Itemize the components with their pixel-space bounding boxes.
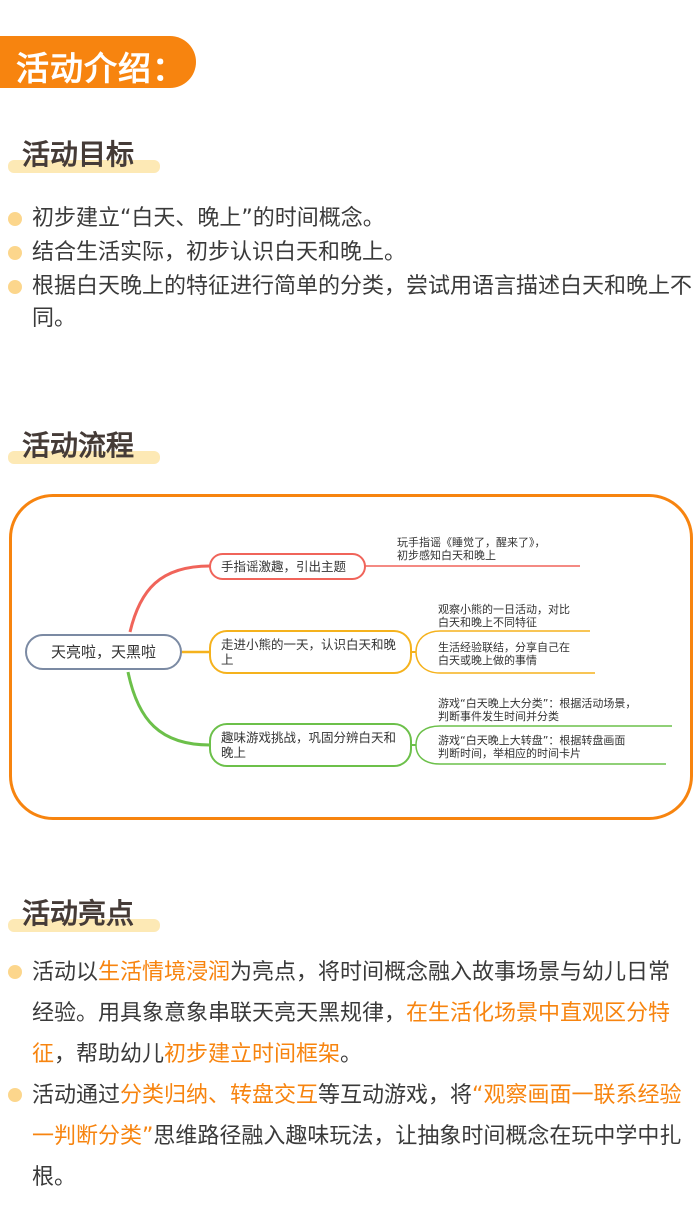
goal-item: 结合生活实际，初步认识白天和晚上。 — [8, 237, 692, 269]
highlight-plain: 思维路径融入趣味玩法，让抽象时间概念在玩中学中扎根。 — [32, 1124, 682, 1190]
mindmap-leaf: 玩手指谣《睡觉了，醒来了》， 初步感知白天和晚上 — [397, 536, 546, 562]
highlight-item: 活动以生活情境浸润为亮点，将时间概念融入故事场景与幼儿日常经验。用具象意象串联天… — [8, 952, 692, 1075]
goal-item: 根据白天晚上的特征进行简单的分类，尝试用语言描述白天和晚上不同。 — [8, 271, 692, 335]
intro-banner: 活动介绍： — [0, 36, 196, 88]
highlight-text: 活动通过分类归纳、转盘交互等互动游戏，将“观察画面一联系经验一判断分类”思维路径… — [32, 1083, 681, 1190]
highlight-plain: 等互动游戏，将 — [318, 1083, 473, 1108]
highlights-title-text: 活动亮点 — [22, 897, 135, 930]
bullet-dot-icon — [8, 246, 22, 260]
highlight-emphasis: “观察画面一联系经验一判断分类” — [32, 1083, 682, 1149]
mindmap-leaf: 游戏“白天晚上大分类”：根据活动场景， 判断事件发生时间并分类 — [438, 697, 637, 723]
goal-text: 根据白天晚上的特征进行简单的分类，尝试用语言描述白天和晚上不同。 — [32, 274, 693, 331]
branch-label: 手指谣激趣，引出主题 — [221, 559, 347, 574]
highlights-list: 活动以生活情境浸润为亮点，将时间概念融入故事场景与幼儿日常经验。用具象意象串联天… — [8, 952, 692, 1198]
intro-banner-title: 活动介绍： — [16, 49, 186, 88]
title-underline — [8, 160, 160, 173]
highlight-plain: 活动以 — [32, 960, 99, 985]
goal-item: 初步建立“白天、晚上”的时间概念。 — [8, 203, 692, 235]
bullet-dot-icon — [8, 212, 22, 226]
highlight-emphasis: 初步建立时间框架 — [164, 1042, 341, 1067]
bullet-dot-icon — [8, 965, 22, 979]
mindmap-leaf: 游戏“白天晚上大转盘”：根据转盘画面 判断时间，举相应的时间卡片 — [438, 734, 626, 760]
mindmap-leaf: 观察小熊的一日活动，对比 白天和晚上不同特征 — [438, 603, 570, 629]
title-underline — [8, 919, 160, 932]
goals-title-text: 活动目标 — [22, 138, 135, 171]
highlight-item: 活动通过分类归纳、转盘交互等互动游戏，将“观察画面一联系经验一判断分类”思维路径… — [8, 1075, 692, 1198]
mindmap-branch-node: 趣味游戏挑战，巩固分辨白天和晚上 — [209, 723, 412, 767]
mindmap-branch-node: 手指谣激趣，引出主题 — [209, 553, 366, 580]
highlight-plain: 。 — [340, 1042, 363, 1067]
goal-text: 结合生活实际，初步认识白天和晚上。 — [32, 240, 407, 265]
mindmap-leaf: 生活经验联结，分享自己在 白天或晚上做的事情 — [438, 641, 570, 667]
highlight-plain: 活动通过 — [32, 1083, 121, 1108]
goals-list: 初步建立“白天、晚上”的时间概念。 结合生活实际，初步认识白天和晚上。 根据白天… — [8, 203, 692, 337]
branch-label: 趣味游戏挑战，巩固分辨白天和晚上 — [221, 730, 397, 760]
goal-text: 初步建立“白天、晚上”的时间概念。 — [32, 206, 385, 231]
highlight-plain: ，帮助幼儿 — [54, 1042, 165, 1067]
title-underline — [8, 451, 160, 464]
highlight-emphasis: 生活情境浸润 — [98, 960, 231, 985]
highlight-plain: 为亮点，将时间概念融入故事场景与幼儿日常经验。用具象意象串联天亮天黑规律， — [32, 960, 671, 1026]
root-label: 天亮啦，天黑啦 — [50, 642, 156, 661]
process-title-text: 活动流程 — [22, 429, 135, 462]
highlight-emphasis: 分类归纳、转盘交互 — [120, 1083, 319, 1108]
branch-label: 走进小熊的一天，认识白天和晚上 — [221, 637, 397, 667]
bullet-dot-icon — [8, 1088, 22, 1102]
mindmap-root-node: 天亮啦，天黑啦 — [25, 634, 182, 670]
highlight-text: 活动以生活情境浸润为亮点，将时间概念融入故事场景与幼儿日常经验。用具象意象串联天… — [32, 960, 670, 1067]
mindmap-branch-node: 走进小熊的一天，认识白天和晚上 — [209, 630, 412, 674]
mindmap-frame — [9, 494, 693, 820]
bullet-dot-icon — [8, 280, 22, 294]
highlight-emphasis: 在生活化场景中直观区分特征 — [32, 1001, 671, 1067]
